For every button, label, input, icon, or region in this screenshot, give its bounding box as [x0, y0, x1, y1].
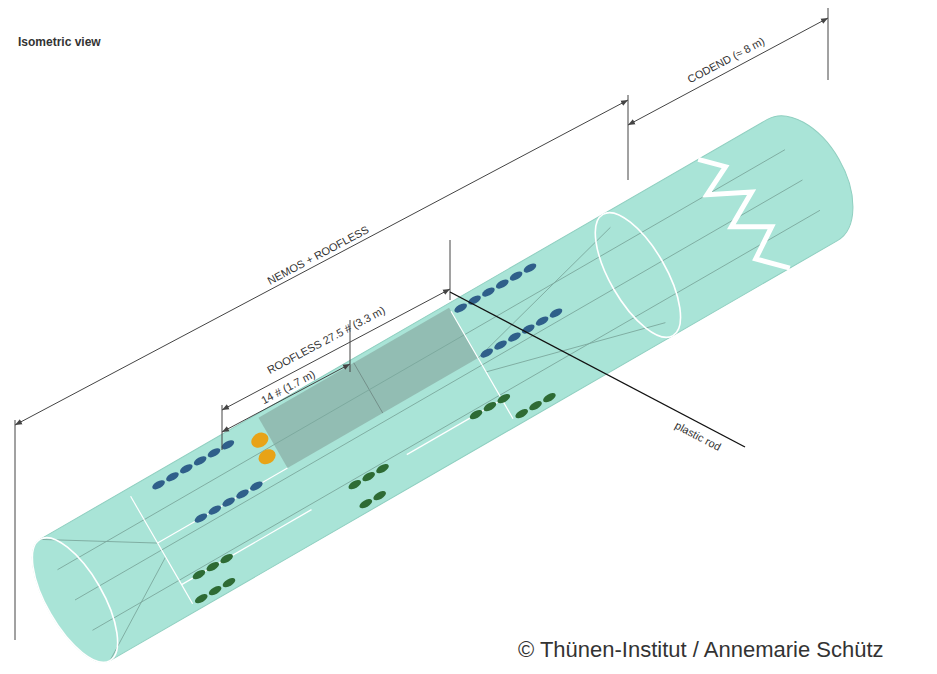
dimension-label: NEMOS + ROOFLESS: [265, 223, 370, 287]
part-label: plastic rod: [673, 419, 723, 453]
net-tube: [16, 98, 874, 674]
dimension-lines: [15, 8, 828, 640]
copyright-note: © Thünen-Institut / Annemarie Schütz: [518, 638, 884, 662]
dimension-label: CODEND (≈ 8 m): [685, 35, 766, 86]
view-title: Isometric view: [18, 36, 101, 49]
